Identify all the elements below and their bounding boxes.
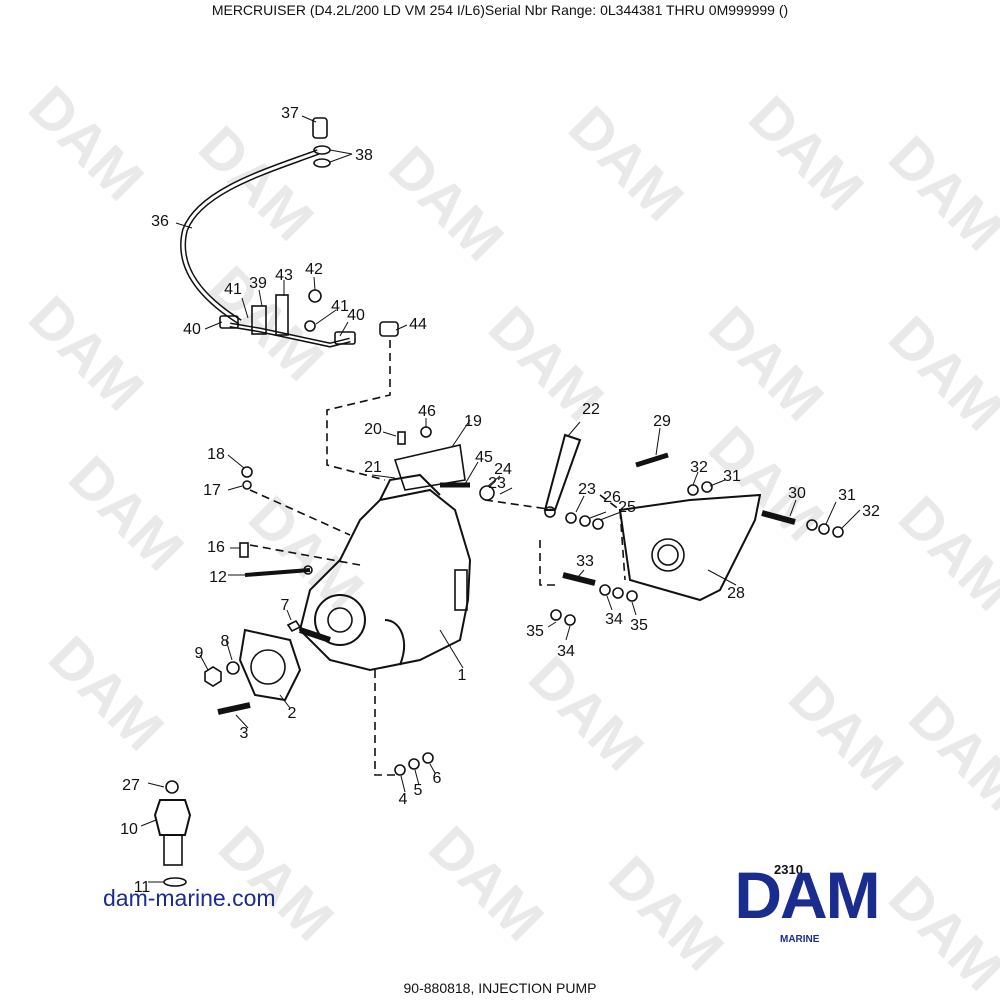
throttle-lever — [543, 433, 582, 511]
stud — [761, 510, 796, 525]
callout-24: 24 — [494, 461, 512, 478]
callout-43: 43 — [275, 267, 293, 284]
callout-9: 9 — [195, 645, 204, 662]
callout-40: 40 — [183, 321, 201, 338]
callout-31: 31 — [838, 487, 856, 504]
website-link[interactable]: dam-marine.com — [103, 885, 276, 911]
callout-37: 37 — [281, 105, 299, 122]
leader-dashed — [326, 340, 391, 481]
logo-number: 2310 — [774, 862, 803, 877]
callout-25: 25 — [618, 499, 636, 516]
callout-6: 6 — [433, 770, 442, 787]
callout-36: 36 — [151, 213, 169, 230]
callout-7: 7 — [281, 597, 290, 614]
callout-40: 40 — [347, 307, 365, 324]
callout-46: 46 — [418, 403, 436, 420]
callout-12: 12 — [209, 569, 227, 586]
callout-34: 34 — [557, 643, 575, 660]
callout-23: 23 — [488, 475, 506, 492]
callout-10: 10 — [120, 821, 138, 838]
callout-22: 22 — [582, 401, 600, 418]
callout-41: 41 — [224, 281, 242, 298]
callout-33: 33 — [576, 553, 594, 570]
callout-3: 3 — [240, 725, 249, 742]
callout-32: 32 — [862, 503, 880, 520]
callout-19: 19 — [464, 413, 482, 430]
mounting-bracket — [618, 493, 762, 602]
callout-35: 35 — [630, 617, 648, 634]
callout-29: 29 — [653, 413, 671, 430]
injection-pump-body — [298, 488, 472, 672]
pump-bracket — [393, 444, 466, 491]
diagram-caption: 90-880818, INJECTION PUMP — [403, 980, 597, 996]
callout-45: 45 — [475, 449, 493, 466]
callout-35: 35 — [526, 623, 544, 640]
callout-28: 28 — [727, 585, 745, 602]
callout-8: 8 — [221, 633, 230, 650]
callout-17: 17 — [203, 482, 221, 499]
callout-4: 4 — [399, 791, 408, 808]
callout-41: 41 — [331, 298, 349, 315]
callout-42: 42 — [305, 261, 323, 278]
callout-5: 5 — [414, 782, 423, 799]
callout-1: 1 — [458, 667, 467, 684]
callout-23: 23 — [578, 481, 596, 498]
elbow-fitting — [379, 321, 399, 337]
page-title: MERCRUISER (D4.2L/200 LD VM 254 I/L6)Ser… — [211, 2, 789, 18]
stud — [562, 572, 596, 586]
callout-30: 30 — [788, 485, 806, 502]
callout-39: 39 — [249, 275, 267, 292]
callout-34: 34 — [605, 611, 623, 628]
bracket — [275, 294, 289, 336]
nut — [204, 666, 222, 687]
callout-44: 44 — [409, 316, 427, 333]
callout-16: 16 — [207, 539, 225, 556]
callout-27: 27 — [122, 777, 140, 794]
temperature-sender — [153, 799, 192, 836]
callout-11: 11 — [134, 879, 151, 896]
callout-32: 32 — [690, 459, 708, 476]
leader-dashed — [374, 670, 395, 776]
callout-31: 31 — [723, 468, 741, 485]
callout-26: 26 — [603, 489, 621, 506]
banjo-fitting — [251, 305, 267, 335]
control-link — [244, 568, 311, 577]
dam-logo: DAM — [734, 858, 880, 932]
callout-38: 38 — [355, 147, 373, 164]
bolt — [635, 452, 669, 468]
key — [286, 619, 302, 633]
stud — [217, 702, 251, 715]
sensor-nut — [165, 780, 179, 794]
logo-subtitle: MARINE — [780, 934, 820, 945]
callout-18: 18 — [207, 446, 225, 463]
callout-2: 2 — [288, 705, 297, 722]
callout-20: 20 — [364, 421, 382, 438]
banjo-bolt — [312, 117, 328, 139]
pump-gasket — [238, 628, 302, 702]
callout-21: 21 — [364, 459, 382, 476]
